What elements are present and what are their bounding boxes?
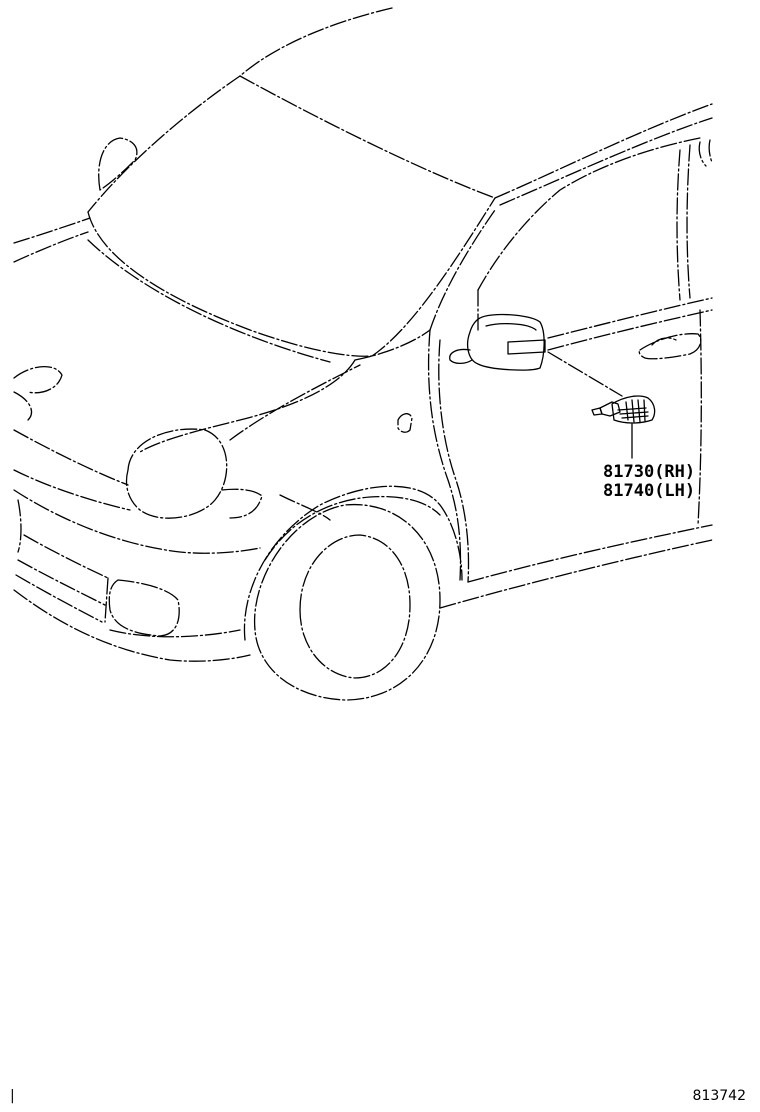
- part-side-rh: (RH): [654, 462, 695, 482]
- left-marker: |: [10, 1088, 15, 1104]
- svg-text:81740(LH): 81740(LH): [603, 481, 695, 501]
- part-number-lh: 81740: [603, 481, 654, 501]
- part-callouts: 81730(RH) 81740(LH): [603, 462, 695, 501]
- vehicle-outline: [13, 7, 713, 701]
- part-number-rh: 81730: [603, 462, 654, 482]
- part-side-lh: (LH): [654, 481, 695, 501]
- svg-text:81730(RH): 81730(RH): [603, 462, 695, 482]
- illustration-number: 813742: [693, 1088, 746, 1104]
- side-turn-lamp-part: [547, 351, 656, 459]
